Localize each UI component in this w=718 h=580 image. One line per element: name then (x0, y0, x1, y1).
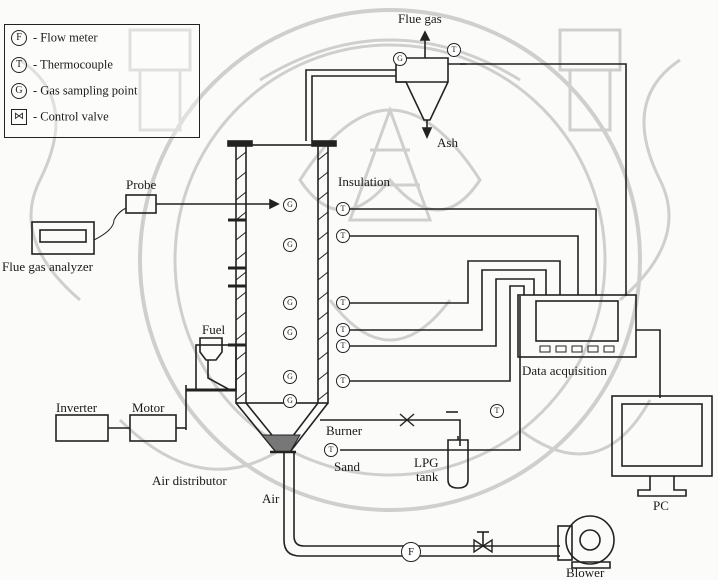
legend-label: - Control valve (33, 110, 109, 124)
fuel-hopper (200, 338, 222, 360)
label-flue-gas-analyzer: Flue gas analyzer (2, 260, 93, 274)
legend-item-thermocouple: T - Thermocouple (11, 57, 113, 73)
lpg-tank (448, 440, 468, 488)
legend-item-flow-meter: F - Flow meter (11, 30, 98, 46)
label-lpg-tank-line2: tank (416, 470, 438, 484)
thermocouple-1: T (336, 202, 350, 216)
thermocouple-3: T (336, 296, 350, 310)
gas-sampling-symbol-icon: G (11, 83, 27, 99)
label-air-distributor: Air distributor (152, 474, 227, 488)
gas-sampling-flue: G (393, 52, 407, 66)
gas-sampling-point-2: G (283, 238, 297, 252)
legend-label: - Thermocouple (33, 58, 113, 72)
exhaust-pipe (306, 70, 396, 141)
control-valve-symbol-icon: ⋈ (11, 109, 27, 125)
thermocouple-4: T (336, 323, 350, 337)
pc-monitor (612, 396, 712, 476)
legend: F - Flow meter T - Thermocouple G - Gas sam… (4, 24, 200, 138)
thermocouple-5: T (336, 339, 350, 353)
thermocouple-lpg: T (490, 404, 504, 418)
inverter-box (56, 415, 108, 441)
legend-label: - Flow meter (33, 31, 98, 45)
label-burner: Burner (326, 424, 362, 438)
thermocouple-6: T (336, 374, 350, 388)
legend-item-control-valve: ⋈ - Control valve (11, 109, 109, 125)
label-ash: Ash (437, 136, 458, 150)
label-probe: Probe (126, 178, 156, 192)
insulation-hatch-right (318, 152, 328, 400)
thermocouple-flue: T (447, 43, 461, 57)
label-sand: Sand (334, 460, 360, 474)
label-flue-gas: Flue gas (398, 12, 442, 26)
label-data-acquisition: Data acquisition (522, 364, 607, 378)
label-insulation: Insulation (338, 175, 390, 189)
cyclone (396, 58, 448, 120)
reactor-outer-wall (236, 145, 328, 403)
label-pc: PC (653, 499, 669, 513)
legend-label: - Gas sampling point (33, 84, 138, 98)
flow-meter-symbol-icon: F (11, 30, 27, 46)
blower-housing (566, 516, 614, 564)
label-fuel: Fuel (202, 323, 225, 337)
flue-gas-analyzer-box (32, 222, 94, 254)
label-blower: Blower (566, 566, 604, 580)
thermocouple-symbol-icon: T (11, 57, 27, 73)
sand-bed (262, 435, 300, 452)
gas-sampling-point-4: G (283, 326, 297, 340)
label-lpg-tank-line1: LPG (414, 456, 439, 470)
gas-sampling-point-6: G (283, 394, 297, 408)
motor-box (130, 415, 176, 441)
insulation-hatch-left (236, 152, 246, 400)
label-motor: Motor (132, 401, 165, 415)
label-air: Air (262, 492, 279, 506)
flow-meter: F (401, 542, 421, 562)
thermocouple-2: T (336, 229, 350, 243)
probe-box (126, 195, 156, 213)
gas-sampling-point-3: G (283, 296, 297, 310)
thermocouple-burner: T (324, 443, 338, 457)
gas-sampling-point-1: G (283, 198, 297, 212)
label-inverter: Inverter (56, 401, 97, 415)
gas-sampling-point-5: G (283, 370, 297, 384)
legend-item-gas-sampling: G - Gas sampling point (11, 83, 138, 99)
